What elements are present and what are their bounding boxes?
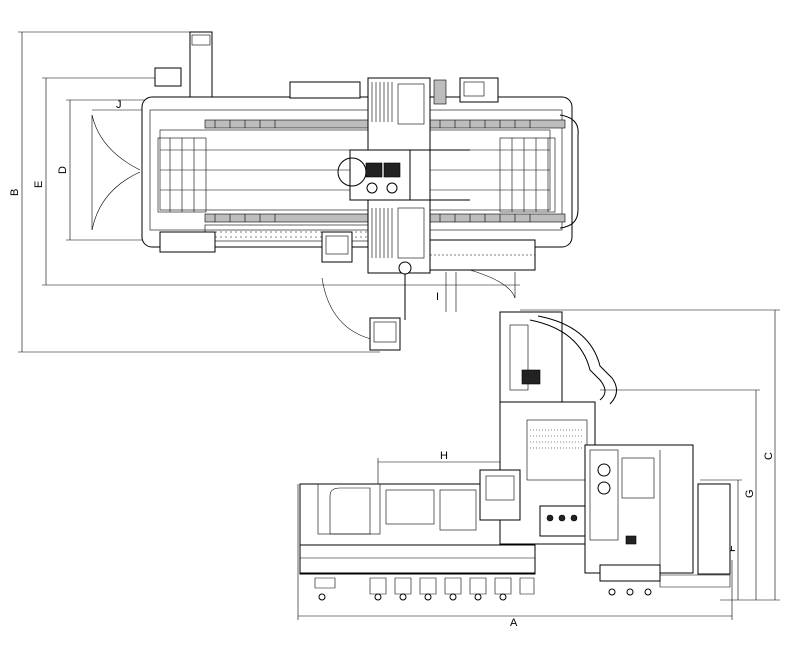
dimension-label-i: I (436, 291, 439, 303)
column-side (479, 311, 617, 545)
dimension-a: A (297, 484, 733, 629)
dimension-h: H (377, 450, 515, 486)
dimension-b: B (9, 31, 380, 353)
top-hopper (154, 31, 361, 99)
dimension-label-d: D (57, 166, 69, 174)
dimension-i: I (436, 272, 457, 312)
electrical-cabinet-side (584, 444, 731, 596)
left-operator-panel (159, 231, 353, 263)
top-right-control-box (433, 77, 499, 105)
gantry-top (337, 77, 470, 274)
dimension-label-g: G (744, 489, 756, 498)
dimension-label-b: B (9, 189, 21, 196)
dimension-label-j: J (116, 99, 122, 111)
top-view-plan: B E D J (9, 31, 579, 353)
pendant-swing (321, 261, 412, 351)
dimension-label-c: C (763, 452, 775, 460)
dimension-e: E (33, 77, 520, 286)
dimension-label-h: H (440, 450, 448, 462)
left-door-arcs (91, 114, 141, 231)
dimension-g: G (600, 389, 760, 600)
dimension-label-a: A (510, 617, 518, 629)
dimension-c: C (520, 309, 780, 601)
electrical-cabinet-top (429, 239, 536, 299)
side-view-elevation: C G F A H (297, 309, 780, 629)
dimension-f: F (700, 479, 742, 600)
dimension-j: J (92, 99, 150, 111)
dimension-label-e: E (33, 181, 45, 188)
dimension-label-f: F (726, 545, 738, 552)
